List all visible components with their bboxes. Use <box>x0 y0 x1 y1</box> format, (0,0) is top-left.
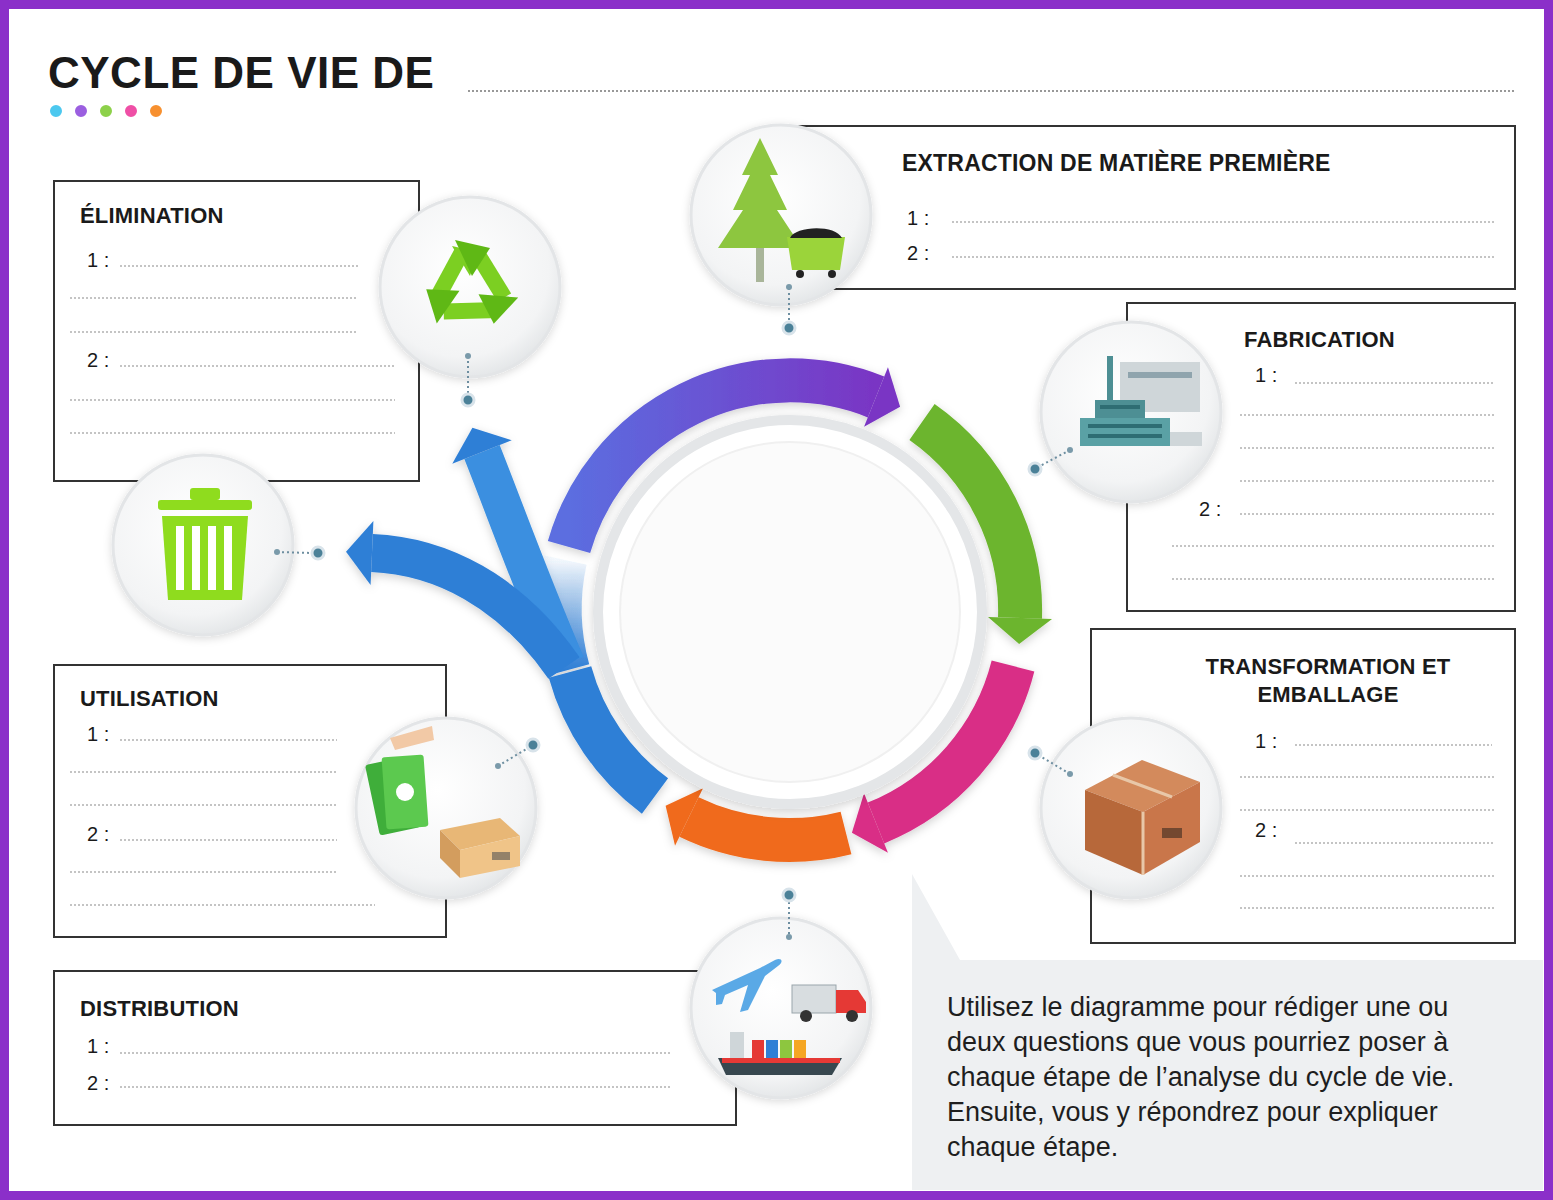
page-title: CYCLE DE VIE DE <box>48 48 434 98</box>
stage-heading: FABRICATION <box>1244 326 1395 354</box>
question-number: 1 : <box>1255 364 1277 387</box>
question-number: 1 : <box>907 207 929 230</box>
stage-heading: DISTRIBUTION <box>80 995 239 1023</box>
stage-heading: TRANSFORMATION ET EMBALLAGE <box>1178 653 1478 709</box>
question-number: 1 : <box>87 723 109 746</box>
question-number: 1 : <box>1255 730 1277 753</box>
question-number: 1 : <box>87 249 109 272</box>
question-number: 2 : <box>1199 498 1221 521</box>
instruction-text: Utilisez le diagramme pour rédiger une o… <box>947 990 1512 1165</box>
stage-heading: UTILISATION <box>80 685 219 713</box>
instruction-callout: Utilisez le diagramme pour rédiger une o… <box>912 874 1543 1190</box>
question-number: 1 : <box>87 1035 109 1058</box>
callout-outline <box>912 874 1543 1190</box>
question-number: 2 : <box>87 823 109 846</box>
stage-box: ÉLIMINATION 1 : 2 : <box>53 180 420 482</box>
question-number: 2 : <box>907 242 929 265</box>
stage-box: DISTRIBUTION 1 : 2 : <box>53 970 737 1126</box>
stage-heading: EXTRACTION DE MATIÈRE PREMIÈRE <box>902 149 1331 178</box>
question-number: 2 : <box>1255 819 1277 842</box>
question-number: 2 : <box>87 349 109 372</box>
question-number: 2 : <box>87 1072 109 1095</box>
stage-heading: ÉLIMINATION <box>80 202 224 230</box>
stage-box: EXTRACTION DE MATIÈRE PREMIÈRE 1 : 2 : <box>790 125 1516 290</box>
